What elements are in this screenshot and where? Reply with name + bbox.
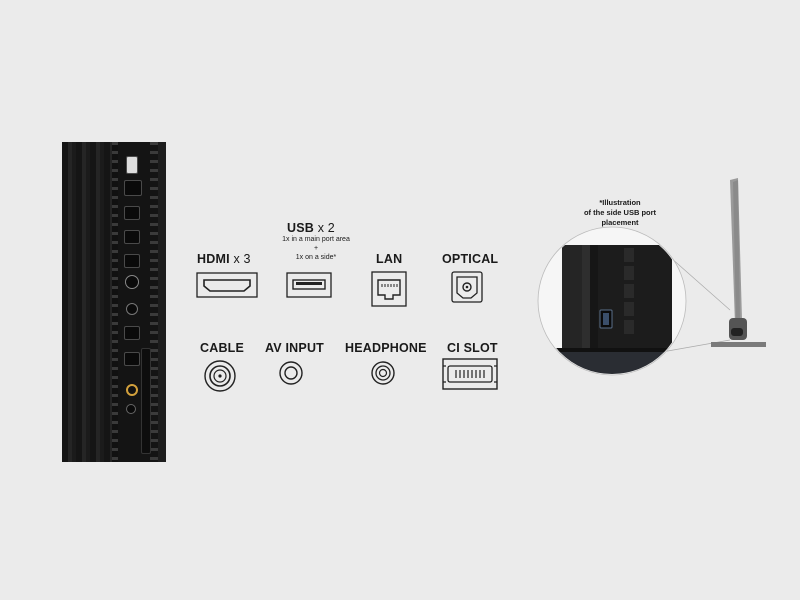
lan-label: LAN <box>376 252 403 266</box>
panel-vent-left <box>112 142 120 462</box>
ci-slot-rear <box>141 348 151 454</box>
hdmi-port-rear-4 <box>124 352 140 366</box>
usb-port-icon <box>286 272 332 298</box>
usb-note: 1x in a main port area + 1x on a side* <box>282 236 350 261</box>
optical-port-icon <box>451 271 483 303</box>
headphone-jack-icon <box>371 361 395 385</box>
ci-slot-icon <box>442 358 498 390</box>
lan-port-icon <box>371 271 407 307</box>
lan-port-rear <box>124 180 142 196</box>
side-usb-illustration <box>537 178 766 376</box>
usb-port-rear <box>126 156 138 174</box>
headphone-port-rear <box>126 384 138 396</box>
av-jack-icon <box>279 361 303 385</box>
hdmi-port-rear-2 <box>124 230 140 244</box>
usb-label: USB x 2 <box>287 221 335 235</box>
coax-port-icon <box>204 360 236 392</box>
headphone-label: HEADPHONE <box>345 341 427 355</box>
av-input-label: AV INPUT <box>265 341 325 355</box>
side-usb-note: *Illustration of the side USB port place… <box>583 198 657 227</box>
optical-label: OPTICAL <box>442 252 499 266</box>
av-jack-rear <box>126 404 136 414</box>
hdmi-port-rear-1 <box>124 206 140 220</box>
hdmi-port-rear-3 <box>124 254 140 268</box>
cable-label: CABLE <box>200 341 245 355</box>
hdmi-port-icon <box>196 272 258 298</box>
coax-port-rear <box>125 275 139 289</box>
optical-port-rear <box>126 303 138 315</box>
hdmi-label: HDMI x 3 <box>197 252 251 266</box>
ci-slot-label: CI SLOT <box>447 341 498 355</box>
panel-vent-right <box>150 142 158 462</box>
av-port-rear <box>124 326 140 340</box>
